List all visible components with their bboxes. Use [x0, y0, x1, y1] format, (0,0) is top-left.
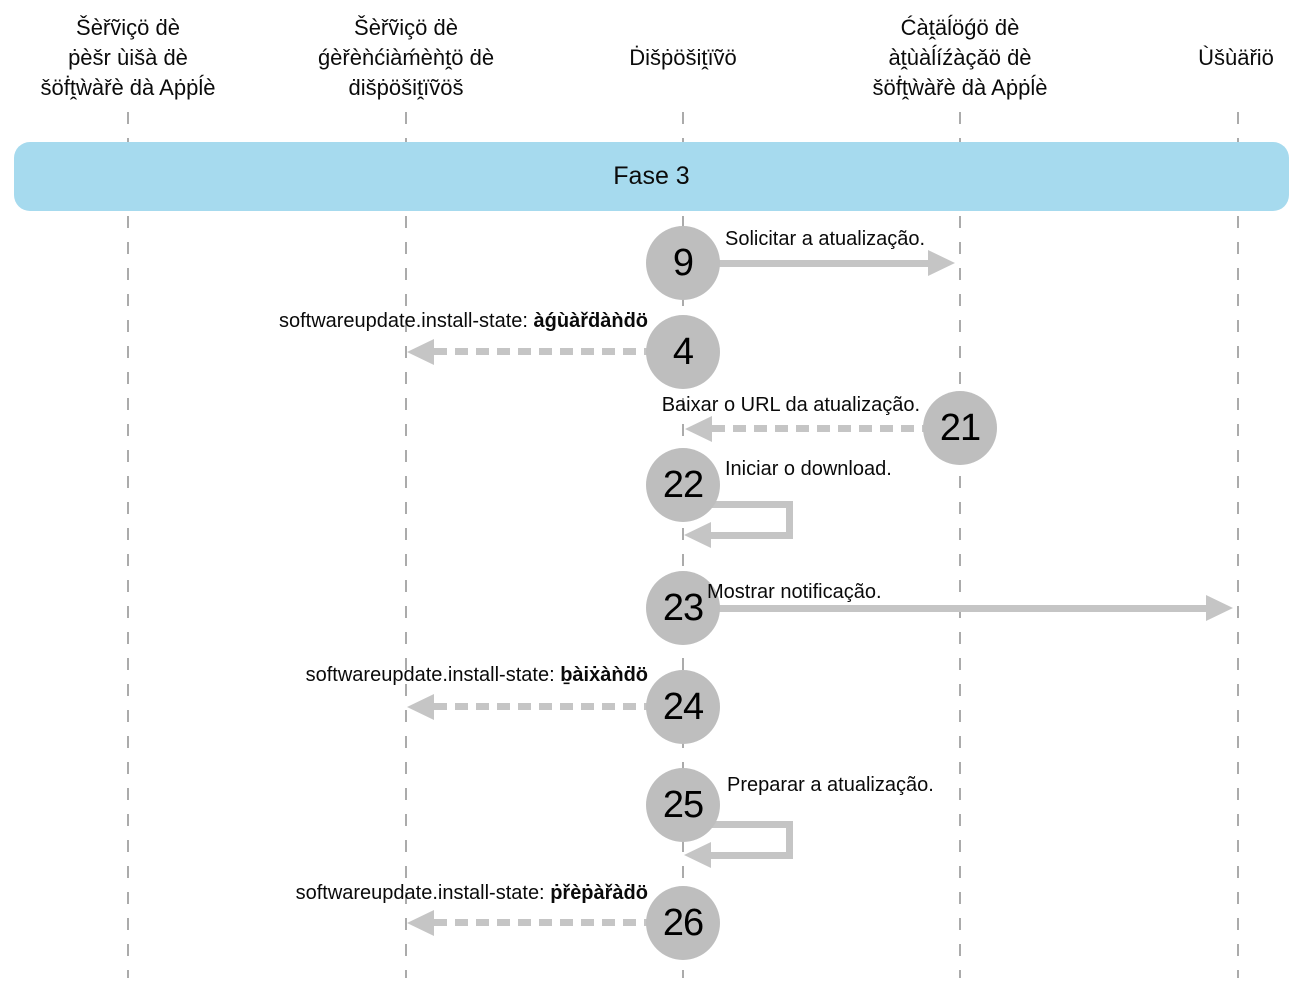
lifeline-mdm-service	[405, 112, 407, 978]
actor-apple-software-update-catalog: Ćàṱäĺöǵö ḋè àṱùàĺíźàçǎö ḋè šöḟṱẁàřè ḋà A…	[810, 4, 1110, 112]
actor-label-line: Ćàṱäĺöǵö ḋè	[900, 15, 1020, 40]
actor-label-line: ǵèřèǹćiàḿèǹṱö ḋè	[317, 45, 495, 70]
step-22-arrowhead-icon	[684, 522, 711, 548]
actor-label-line: šöḟṱẁàřè ḋà Aṗṗĺè	[872, 75, 1048, 100]
lifeline-apple-software-update-catalog	[959, 112, 961, 978]
step-22-circle: 22	[646, 448, 720, 522]
step-9-arrowhead-icon	[928, 250, 955, 276]
step-4-arrowhead-icon	[407, 339, 434, 365]
step-21-circle: 21	[923, 391, 997, 465]
step-4-label-state: àǵùàřḋàǹḋö	[533, 310, 648, 332]
actor-label-line: Šèřṽiçö ḋè	[76, 15, 180, 40]
actor-apple-software-lookup-service: Šèřṽiçö ḋè ṗèšr ùišà ḋè šöḟṱẁàřè ḋà Aṗṗĺ…	[0, 4, 278, 112]
step-25-self-loop	[696, 821, 793, 859]
step-25-arrowhead-icon	[684, 842, 711, 868]
step-21-arrowhead-icon	[685, 416, 712, 442]
lifeline-device	[682, 112, 684, 978]
step-23-number: 23	[662, 586, 704, 629]
step-26-number: 26	[662, 901, 704, 944]
step-25-label: Preparar a atualização.	[727, 774, 934, 797]
step-26-label: softwareupdate.install-state: ṗřèṗàřàḋö	[296, 882, 648, 905]
step-22-number: 22	[662, 463, 704, 506]
step-22-label: Iniciar o download.	[725, 458, 892, 481]
actor-label-line: ṗèšr ùišà ḋè	[68, 45, 188, 70]
lifeline-apple-software-lookup-service	[127, 112, 129, 978]
step-9-label: Solicitar a atualização.	[725, 228, 925, 251]
step-25-circle: 25	[646, 768, 720, 842]
step-21-label-text: Baixar o URL da atualização.	[661, 394, 920, 416]
step-9-label-text: Solicitar a atualização.	[725, 228, 926, 250]
step-21-arrow-line	[712, 425, 960, 432]
step-4-label: softwareupdate.install-state: àǵùàřḋàǹḋö	[279, 310, 648, 333]
step-24-label: softwareupdate.install-state: ḇàiẋàǹḋö	[306, 664, 648, 687]
step-26-arrow-line	[434, 919, 683, 926]
step-21-label: Baixar o URL da atualização.	[662, 394, 920, 417]
step-24-label-state: ḇàiẋàǹḋö	[560, 664, 648, 686]
actor-label-line: šöḟṱẁàřè ḋà Aṗṗĺè	[40, 75, 216, 100]
actor-label-line: ḋišṗöšiṱïṽöš	[348, 75, 464, 100]
step-9-circle: 9	[646, 226, 720, 300]
step-26-label-text: softwareupdate.install-state:	[295, 882, 551, 904]
actor-label-line: àṱùàĺíźàçǎö ḋè	[888, 45, 1032, 70]
step-24-label-text: softwareupdate.install-state:	[305, 664, 561, 686]
phase-banner-label: Fase 3	[613, 162, 690, 190]
step-4-circle: 4	[646, 315, 720, 389]
step-4-number: 4	[672, 330, 694, 373]
actor-device: Ḋišṗöšiṱïṽö	[533, 4, 833, 112]
actor-label-line: Ùšùäřiö	[1198, 45, 1274, 70]
step-24-arrow-line	[434, 703, 683, 710]
actor-mdm-service: Šèřṽiçö ḋè ǵèřèǹćiàḿèǹṱö ḋè ḋišṗöšiṱïṽöš	[256, 4, 556, 112]
step-26-arrowhead-icon	[407, 910, 434, 936]
step-22-label-text: Iniciar o download.	[725, 458, 892, 480]
step-25-number: 25	[662, 783, 704, 826]
actor-user: Ùšùäřiö	[1086, 4, 1303, 112]
step-23-circle: 23	[646, 571, 720, 645]
step-25-label-text: Preparar a atualização.	[727, 774, 934, 796]
step-23-label-text: Mostrar notificação.	[707, 581, 882, 603]
phase-banner: Fase 3	[14, 142, 1289, 211]
step-22-self-loop	[696, 501, 793, 539]
lifeline-user	[1237, 112, 1239, 978]
step-23-label: Mostrar notificação.	[707, 581, 882, 604]
step-4-label-text: softwareupdate.install-state:	[278, 310, 534, 332]
step-21-number: 21	[939, 406, 981, 449]
step-26-label-state: ṗřèṗàřàḋö	[550, 882, 648, 904]
step-9-number: 9	[672, 241, 694, 284]
step-23-arrow-line	[683, 605, 1206, 612]
actor-label-line: Ḋišṗöšiṱïṽö	[629, 45, 737, 70]
step-26-circle: 26	[646, 886, 720, 960]
step-9-arrow-line	[683, 260, 928, 267]
actor-label-line: Šèřṽiçö ḋè	[354, 15, 458, 40]
step-24-circle: 24	[646, 670, 720, 744]
step-24-number: 24	[662, 685, 704, 728]
step-4-arrow-line	[434, 348, 683, 355]
step-24-arrowhead-icon	[407, 694, 434, 720]
step-23-arrowhead-icon	[1206, 595, 1233, 621]
